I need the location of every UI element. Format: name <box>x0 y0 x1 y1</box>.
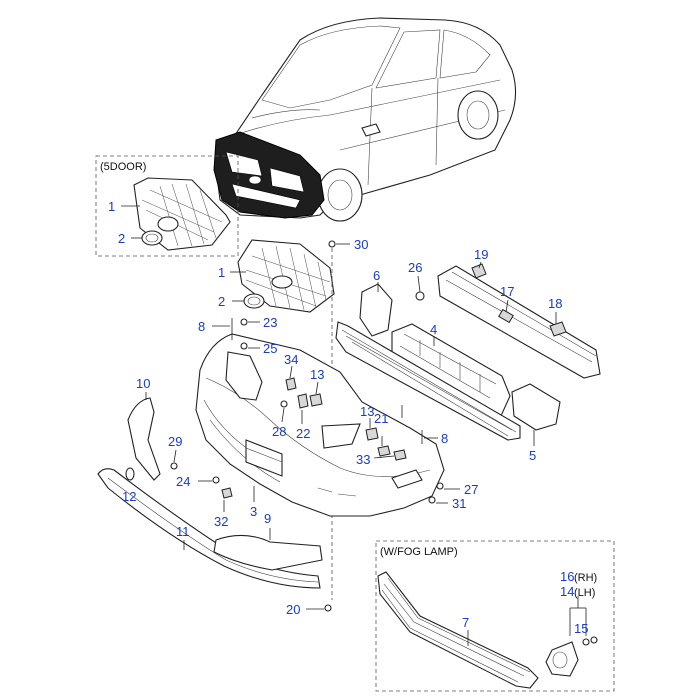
callout-2-five-door: 2 <box>118 231 125 246</box>
callout-24: 24 <box>176 474 190 489</box>
callout-10: 10 <box>136 376 150 391</box>
callout-6: 6 <box>373 268 380 283</box>
callout-30: 30 <box>354 237 368 252</box>
callout-7-fog: 7 <box>462 615 469 630</box>
fog-lamp-label: (W/FOG LAMP) <box>380 546 458 558</box>
callout-32: 32 <box>214 514 228 529</box>
callout-13-lower: 13 <box>360 404 374 419</box>
callout-33: 33 <box>356 452 370 467</box>
callout-12: 12 <box>122 489 136 504</box>
fasteners-upper <box>212 318 438 444</box>
callout-8-right: 8 <box>441 431 448 446</box>
callout-16-note: (RH) <box>574 572 597 584</box>
callout-1-five-door: 1 <box>108 199 115 214</box>
vehicle-illustration <box>213 17 517 222</box>
callout-19: 19 <box>474 247 488 262</box>
callout-21: 21 <box>374 411 388 426</box>
callout-20: 20 <box>286 602 300 617</box>
five-door-box: (5DOOR) <box>95 155 239 257</box>
callout-14-note: (LH) <box>574 587 595 599</box>
callout-25: 25 <box>263 341 277 356</box>
callout-1-grille: 1 <box>218 265 225 280</box>
callout-28: 28 <box>272 424 286 439</box>
callout-18: 18 <box>548 296 562 311</box>
radiator-grille <box>230 239 335 313</box>
callout-11: 11 <box>176 524 190 539</box>
callout-8-left: 8 <box>198 319 205 334</box>
bracket-34 <box>225 351 297 401</box>
callout-9: 9 <box>264 511 271 526</box>
lower-grille <box>335 321 521 441</box>
five-door-label: (5DOOR) <box>100 161 146 173</box>
callout-15: 15 <box>574 621 588 636</box>
callout-26: 26 <box>408 260 422 275</box>
callout-14: 14 <box>560 584 574 599</box>
callout-13-upper: 13 <box>310 367 324 382</box>
callout-29: 29 <box>168 434 182 449</box>
callout-2-emblem: 2 <box>218 294 225 309</box>
callout-4: 4 <box>430 322 437 337</box>
callout-16: 16 <box>560 569 574 584</box>
clips <box>280 381 407 461</box>
side-parts <box>97 392 460 612</box>
fog-lamp-box: (W/FOG LAMP) <box>375 540 615 692</box>
callout-31: 31 <box>452 496 466 511</box>
bumper-beam-parts <box>359 261 601 446</box>
callout-22: 22 <box>296 426 310 441</box>
callout-27: 27 <box>464 482 478 497</box>
callout-23: 23 <box>263 315 277 330</box>
callout-17: 17 <box>500 284 514 299</box>
callout-34: 34 <box>284 352 298 367</box>
callout-5: 5 <box>529 448 536 463</box>
callout-3: 3 <box>250 504 257 519</box>
